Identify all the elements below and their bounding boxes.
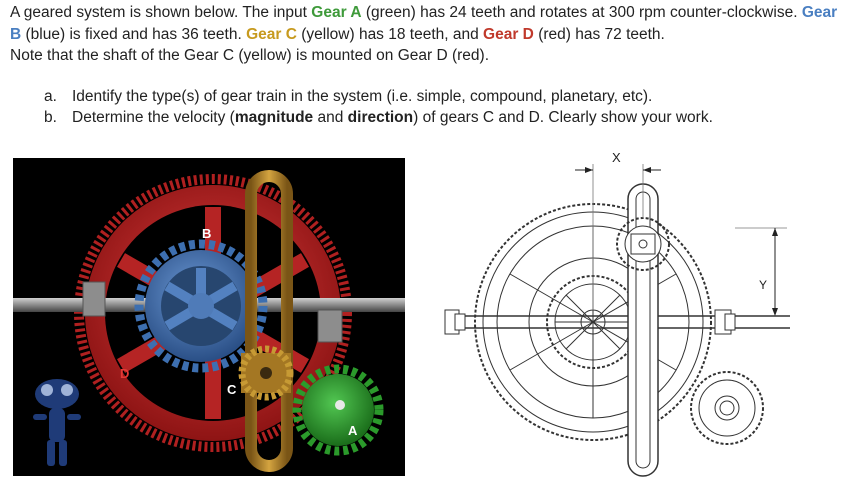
question-text: Identify the type(s) of gear train in th… bbox=[72, 88, 653, 105]
text-segment: (yellow) has 18 teeth, and bbox=[296, 25, 484, 43]
text-segment: (blue) is fixed and has 36 teeth. bbox=[21, 25, 247, 43]
bearing-right bbox=[317, 309, 343, 343]
text-segment: (green) has 24 teeth and rotates at 300 … bbox=[361, 4, 802, 21]
gear-render-figure: B D C A bbox=[13, 158, 405, 476]
note-text: Note that the shaft of the Gear C (yello… bbox=[10, 47, 489, 64]
text-segment: A geared system is shown below. The inpu… bbox=[10, 4, 312, 21]
question-b: b. Determine the velocity (magnitude and… bbox=[44, 107, 713, 128]
mascot-figure bbox=[33, 379, 81, 466]
gear-b-ref: Gear B bbox=[10, 4, 838, 43]
question-a: a. Identify the type(s) of gear train in… bbox=[44, 86, 713, 107]
bearing-left bbox=[82, 281, 106, 317]
question-list: a. Identify the type(s) of gear train in… bbox=[44, 86, 713, 128]
list-marker: a. bbox=[44, 88, 57, 105]
gear-d-ref: Gear D bbox=[483, 25, 534, 43]
text-segment: Determine the velocity ( bbox=[72, 109, 235, 126]
line-drawing-svg bbox=[444, 164, 790, 477]
question-text: Determine the velocity (magnitude and di… bbox=[72, 107, 713, 128]
gear-a bbox=[292, 364, 384, 456]
gear-render-svg bbox=[13, 170, 405, 472]
text-segment: ) of gears C and D. Clearly show your wo… bbox=[413, 109, 713, 126]
bold-term: direction bbox=[347, 109, 414, 126]
label-d: D bbox=[120, 366, 130, 381]
label-b: B bbox=[202, 226, 212, 241]
label-c: C bbox=[227, 382, 237, 397]
gear-line-drawing: X Y bbox=[425, 150, 825, 478]
bold-term: magnitude bbox=[234, 109, 314, 126]
label-y: Y bbox=[759, 278, 768, 292]
gear-b bbox=[134, 239, 268, 373]
text-segment: (red) has 72 teeth. bbox=[533, 25, 665, 43]
arm-and-gear-c bbox=[238, 170, 294, 472]
label-a: A bbox=[348, 423, 358, 438]
gear-a-ref: Gear A bbox=[311, 4, 362, 21]
label-x: X bbox=[612, 150, 621, 165]
gear-c-ref: Gear C bbox=[246, 25, 297, 43]
problem-statement: A geared system is shown below. The inpu… bbox=[10, 2, 842, 67]
problem-text: A geared system is shown below. The inpu… bbox=[10, 2, 842, 45]
text-segment: and bbox=[313, 109, 348, 126]
drawing-gear-a bbox=[690, 371, 764, 445]
list-marker: b. bbox=[44, 109, 57, 126]
